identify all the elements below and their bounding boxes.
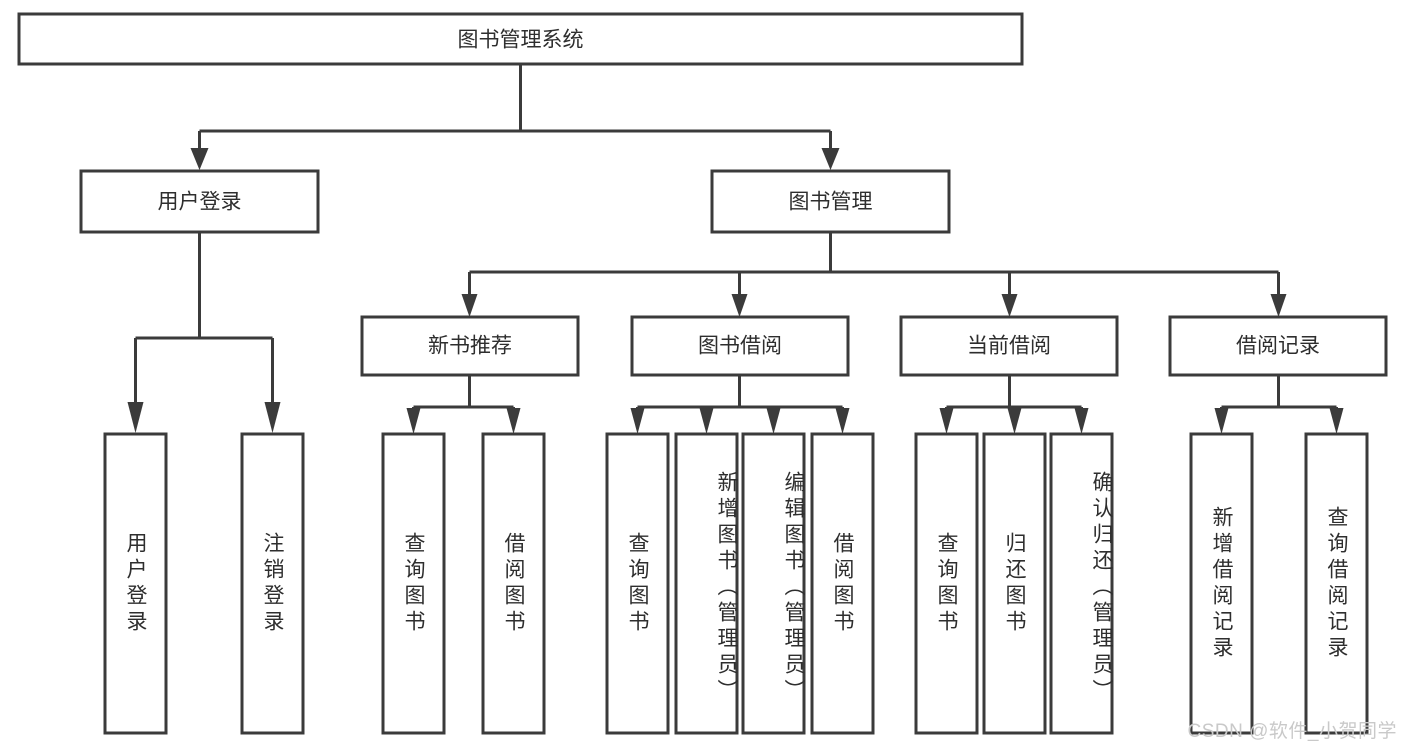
node-leaf-add-book-box[interactable] [674, 432, 739, 735]
node-system-title-label: 图书管理系统 [458, 29, 584, 52]
node-leaf-borrow-book-2[interactable] [810, 432, 875, 735]
node-leaf-query-book-3-box[interactable] [914, 432, 979, 735]
node-book-borrow-box[interactable] [630, 315, 850, 377]
arrow-head-book-borrow [731, 294, 748, 317]
node-leaf-logout-login[interactable] [240, 432, 305, 735]
node-current-borrow-label: 当前借阅 [967, 335, 1051, 358]
node-leaf-borrow-book-1-box[interactable] [481, 432, 546, 735]
node-leaf-return-book-box[interactable] [982, 432, 1047, 735]
arrow-head-leaf-confirm-return [1074, 408, 1089, 434]
node-leaf-query-book-3[interactable] [914, 432, 979, 735]
node-leaf-query-borrow-record[interactable] [1304, 432, 1369, 735]
node-user-login-box[interactable] [79, 169, 320, 234]
arrow-head-leaf-logout-login [264, 402, 281, 433]
node-leaf-confirm-return-box[interactable] [1049, 432, 1114, 735]
node-new-book-recommend[interactable]: 新书推荐 [360, 315, 580, 377]
arrow-head-current-borrow [1001, 294, 1018, 317]
node-leaf-user-login-box[interactable] [103, 432, 168, 735]
arrow-head-leaf-borrow-book-2 [835, 408, 850, 434]
node-book-borrow[interactable]: 图书借阅 [630, 315, 850, 377]
node-leaf-query-borrow-record-box[interactable] [1304, 432, 1369, 735]
arrow-head-book-management [821, 148, 840, 170]
node-leaf-edit-book[interactable] [741, 432, 806, 735]
arrow-head-leaf-query-book-3 [939, 408, 954, 434]
arrow-head-user-login [190, 148, 209, 170]
arrow-head-leaf-add-book [699, 408, 714, 434]
node-current-borrow-box[interactable] [899, 315, 1119, 377]
node-leaf-borrow-book-2-box[interactable] [810, 432, 875, 735]
node-leaf-add-book[interactable] [674, 432, 739, 735]
arrow-head-leaf-return-book [1007, 408, 1022, 434]
csdn-watermark: CSDN @软件_小贺同学 [1187, 721, 1397, 742]
node-leaf-add-borrow-record[interactable] [1189, 432, 1254, 735]
node-user-login-label: 用户登录 [158, 191, 242, 214]
node-borrow-record-box[interactable] [1168, 315, 1388, 377]
node-book-management-label: 图书管理 [789, 191, 873, 214]
node-leaf-edit-book-box[interactable] [741, 432, 806, 735]
arrow-head-leaf-borrow-book-1 [506, 408, 521, 434]
arrow-head-borrow-record [1270, 294, 1287, 317]
node-borrow-record[interactable]: 借阅记录 [1168, 315, 1388, 377]
arrow-head-leaf-query-book-1 [406, 408, 421, 434]
node-new-book-recommend-box[interactable] [360, 315, 580, 377]
node-current-borrow[interactable]: 当前借阅 [899, 315, 1119, 377]
node-book-management[interactable]: 图书管理 [710, 169, 951, 234]
node-leaf-user-login[interactable] [103, 432, 168, 735]
node-book-borrow-label: 图书借阅 [698, 335, 782, 358]
arrow-head-leaf-edit-book [766, 408, 781, 434]
node-book-management-box[interactable] [710, 169, 951, 234]
node-leaf-query-book-1[interactable] [381, 432, 446, 735]
node-leaf-borrow-book-1[interactable] [481, 432, 546, 735]
arrow-head-leaf-add-borrow-record [1214, 408, 1229, 434]
node-leaf-query-book-2[interactable] [605, 432, 670, 735]
node-leaf-query-book-2-box[interactable] [605, 432, 670, 735]
node-new-book-recommend-label: 新书推荐 [428, 335, 512, 358]
connector-layer [127, 64, 1344, 434]
node-leaf-return-book[interactable] [982, 432, 1047, 735]
node-leaf-confirm-return[interactable] [1049, 432, 1114, 735]
arrow-head-leaf-user-login [127, 402, 144, 433]
arrow-head-leaf-query-borrow-record [1329, 408, 1344, 434]
node-system-title[interactable]: 图书管理系统 [17, 12, 1024, 66]
arrow-head-new-book-recommend [461, 294, 478, 317]
node-system-title-box[interactable] [17, 12, 1024, 66]
node-leaf-query-book-1-box[interactable] [381, 432, 446, 735]
node-leaf-logout-login-box[interactable] [240, 432, 305, 735]
arrow-head-leaf-query-book-2 [630, 408, 645, 434]
node-leaf-add-borrow-record-box[interactable] [1189, 432, 1254, 735]
node-borrow-record-label: 借阅记录 [1236, 335, 1320, 358]
node-user-login[interactable]: 用户登录 [79, 169, 320, 234]
